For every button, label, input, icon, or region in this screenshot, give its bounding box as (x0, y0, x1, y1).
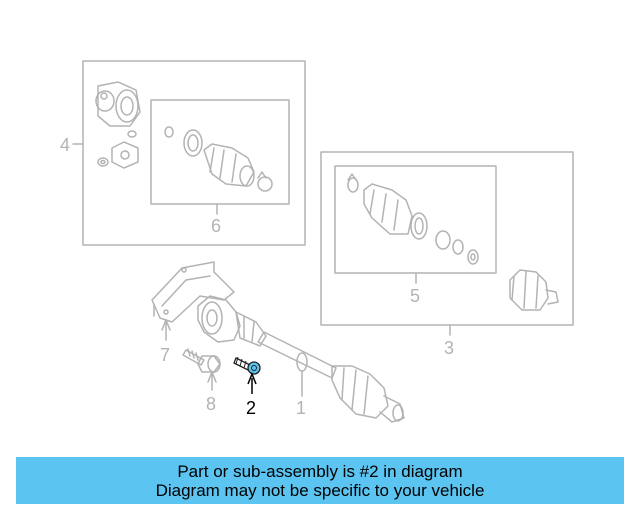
leader-2-arrow (247, 371, 257, 385)
outer-cv-joint (509, 269, 559, 311)
callout-5: 5 (410, 286, 420, 306)
inner-boot-kit (164, 126, 273, 192)
tripod-spider (97, 130, 139, 169)
bolt-part-2 (233, 356, 261, 375)
callout-1: 1 (296, 398, 306, 418)
banner-line-1: Part or sub-assembly is #2 in diagram (177, 461, 463, 481)
callout-8: 8 (206, 394, 216, 414)
box-4 (82, 60, 306, 246)
callout-7: 7 (160, 345, 170, 365)
callout-4: 4 (60, 135, 70, 155)
inner-joint-housing (95, 81, 141, 127)
bolt-part-8 (182, 348, 221, 373)
banner-line-2: Diagram may not be specific to your vehi… (155, 480, 485, 500)
callout-3: 3 (444, 338, 454, 358)
part-info-banner: Part or sub-assembly is #2 in diagram Di… (16, 457, 624, 504)
callout-2: 2 (246, 398, 256, 418)
box-5 (334, 165, 497, 274)
parts-diagram: 4 6 5 3 7 8 2 1 (60, 60, 574, 423)
box-6 (150, 99, 290, 205)
outer-boot-kit (347, 173, 479, 265)
callout-6: 6 (211, 216, 221, 236)
box-3 (320, 151, 574, 326)
axle-shaft-assembly (197, 295, 405, 423)
